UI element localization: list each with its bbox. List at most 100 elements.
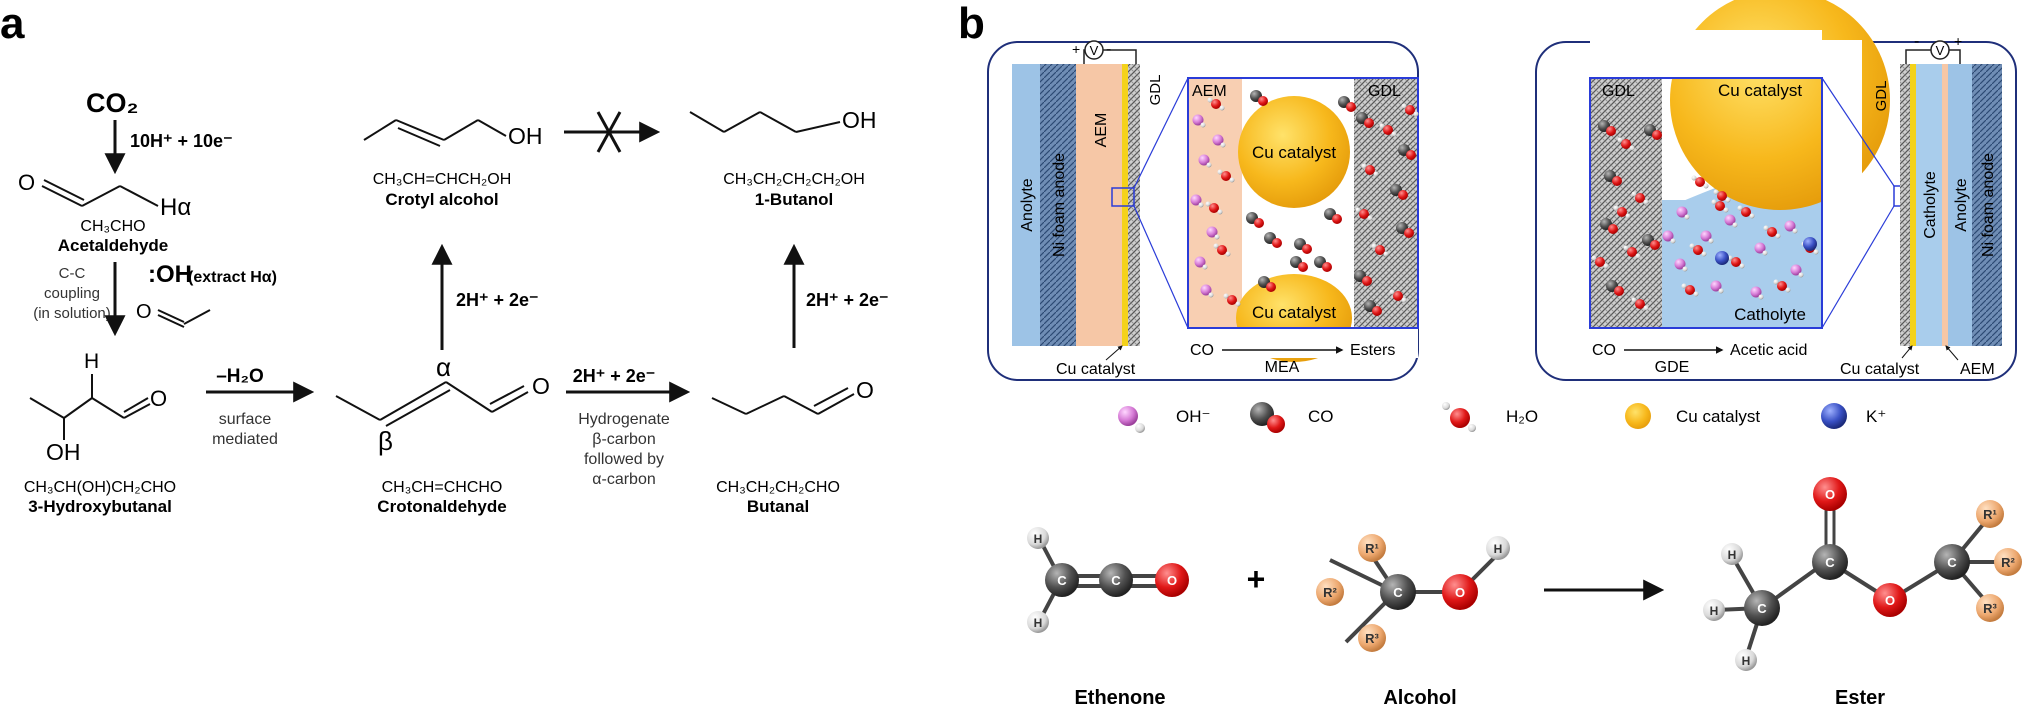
co-oxygen (1266, 282, 1276, 292)
hydroxide-h (1732, 222, 1738, 228)
legend: OH⁻ CO H₂O Cu catalyst K⁺ (1118, 402, 1886, 433)
atom-c-label: C (1757, 601, 1767, 616)
hydroxide-h (1684, 214, 1690, 220)
water-h (1785, 287, 1791, 293)
water-h (1635, 253, 1641, 259)
co-oxygen (1302, 244, 1312, 254)
water-molecule (1365, 165, 1375, 175)
legend-co-label: CO (1308, 407, 1334, 426)
water-h (1207, 97, 1213, 103)
water-h (1223, 293, 1229, 299)
cu-catalyst-icon (1625, 403, 1651, 429)
up-arrow-2-label: 2H⁺ + 2e⁻ (806, 290, 889, 310)
mea-voltage-v: V (1090, 43, 1099, 58)
acetaldehyde-structure (41, 179, 159, 207)
water-h (1725, 197, 1731, 203)
water-molecule (1383, 125, 1393, 135)
atom-r1-label: R¹ (1983, 507, 1997, 522)
co-oxygen (1406, 150, 1416, 160)
mea-flow-mid: MEA (1265, 359, 1300, 376)
water-h (1229, 177, 1235, 183)
gde-catholyte-label: Catholyte (1922, 171, 1939, 239)
mea-cu-layer (1122, 64, 1128, 346)
mea-zoom-line-top (1133, 77, 1189, 189)
crotonaldehyde-name: Crotonaldehyde (377, 497, 506, 516)
water-h (1219, 105, 1225, 111)
hydroxide-ion (1194, 256, 1206, 268)
ethenone-molecule (1027, 527, 1189, 633)
water-molecule (1227, 295, 1237, 305)
co-oxygen (1298, 262, 1308, 272)
mea-anolyte-layer (1012, 64, 1040, 346)
cc-coupling-3: (in solution) (33, 305, 111, 322)
hydrog-4: α-carbon (592, 471, 656, 488)
water-h (1643, 305, 1649, 311)
acetaldehyde-name: Acetaldehyde (58, 236, 169, 255)
gde-aem-pointer (1945, 345, 1959, 361)
hydrog-1: Hydrogenate (578, 411, 670, 428)
water-molecule (1211, 99, 1221, 109)
panel-a-label: a (0, 0, 25, 48)
hydroxybutanal-o: O (150, 386, 167, 411)
ester-h2 (1703, 599, 1725, 621)
acetaldehyde-formula: CH₃CHO (80, 218, 145, 235)
butanol-structure (689, 111, 841, 133)
water-molecule (1731, 257, 1741, 267)
hydroxide-h (1682, 266, 1688, 272)
co-oxygen (1254, 218, 1264, 228)
co-oxygen (1362, 276, 1372, 286)
gde-aem-layer (1942, 64, 1948, 346)
alpha-label: α (436, 352, 451, 382)
mea-voltage-plus: + (1072, 41, 1080, 57)
atom-c-label: C (1111, 573, 1121, 588)
surface-2: mediated (212, 431, 278, 448)
gde-zoom-cu-label: Cu catalyst (1718, 81, 1802, 100)
hydroxide-h (1206, 162, 1212, 168)
alcohol-c (1380, 574, 1416, 610)
water-h (1773, 279, 1779, 285)
mea-gdl-label: GDL (1147, 75, 1164, 106)
gde-molecules (1591, 120, 1819, 311)
ester-name: Ester (1835, 687, 1885, 709)
co-oxygen (1322, 262, 1332, 272)
gde-cu-pointer (1901, 345, 1913, 359)
mea-cell: Anolyte Ni foam anode AEM GDL V + - (987, 40, 1419, 381)
alcohol-r3 (1358, 624, 1386, 652)
hydroxide-ion (1784, 220, 1796, 232)
hydroxide-ion (1750, 286, 1762, 298)
gde-zoom-catholyte-label: Catholyte (1734, 305, 1806, 324)
atom-c-label: C (1825, 555, 1835, 570)
atom-r2-label: R² (2001, 555, 2015, 570)
crotonaldehyde-o: O (532, 373, 550, 399)
water-molecule (1393, 291, 1403, 301)
hydroxide-h (1758, 294, 1764, 300)
hydrog-3: followed by (584, 451, 664, 468)
water-molecule (1621, 139, 1631, 149)
hydroxide-h (1708, 238, 1714, 244)
gde-anolyte-layer (1948, 64, 1972, 346)
butanal-structure (711, 387, 855, 415)
mea-cu-pointer (1105, 345, 1123, 361)
water-h (1737, 205, 1743, 211)
mea-flow-from: CO (1190, 342, 1214, 359)
legend-cu-label: Cu catalyst (1676, 407, 1760, 426)
reaction-plus: + (1247, 561, 1266, 597)
gde-ni-foam-label: Ni foam anode (1980, 153, 1997, 257)
mea-voltage-minus: - (1106, 41, 1111, 58)
hydroxide-ion (1754, 242, 1766, 254)
ester-c-alkyl (1934, 544, 1970, 580)
atom-c-label: C (1947, 555, 1957, 570)
hydroxide-h (1200, 122, 1206, 128)
co-oxygen (1258, 96, 1268, 106)
water-h (1631, 297, 1637, 303)
butanol-formula: CH₃CH₂CH₂CH₂OH (723, 171, 865, 188)
butanal-o: O (856, 377, 874, 403)
hydroxide-ion (1790, 264, 1802, 276)
co-oxygen (1404, 228, 1414, 238)
mea-zoom-view: AEM GDL Cu catalyst Cu catalyst (1187, 77, 1419, 362)
hydroxybutanal-name: 3-Hydroxybutanal (28, 497, 172, 516)
surface-1: surface (219, 411, 272, 428)
butanal-formula: CH₃CH₂CH₂CHO (716, 479, 840, 496)
co-oxygen (1652, 130, 1662, 140)
